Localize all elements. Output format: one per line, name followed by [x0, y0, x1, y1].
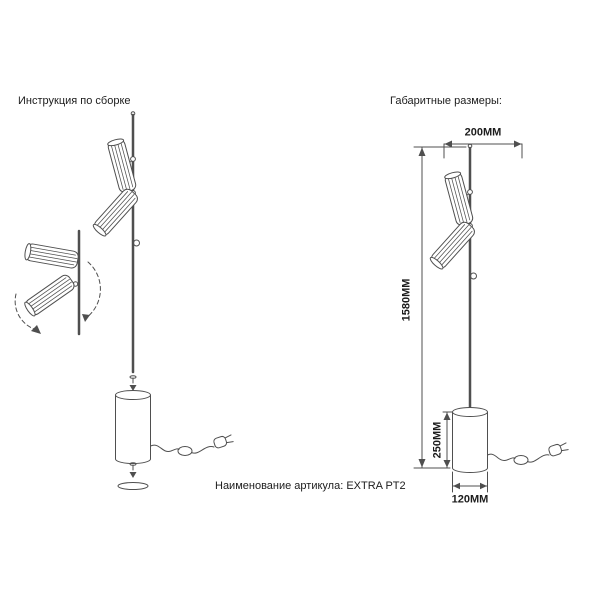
- dimension-lines: [413, 140, 523, 493]
- lamp-base-right: [452, 407, 488, 473]
- power-cord-right: [487, 442, 569, 465]
- cable-hook: [133, 239, 140, 247]
- lamp-base: [115, 390, 151, 464]
- article-name-label: Наименование артикула: EXTRA PT2: [215, 480, 406, 492]
- dimension-top-width: [443, 140, 523, 159]
- base-pad: [117, 482, 149, 490]
- detail-head-upper: [23, 242, 80, 270]
- dim-label-1580mm: 1580MM: [400, 278, 413, 322]
- dim-label-120mm: 120MM: [451, 493, 489, 506]
- dimension-base-height: [442, 411, 453, 469]
- overall-dimensions-label: Габаритные размеры:: [390, 95, 502, 107]
- dim-label-200mm: 200MM: [464, 126, 502, 139]
- head-adjustment-detail: [14, 229, 101, 336]
- assembly-lamp-drawing: [91, 111, 234, 490]
- assembly-instructions-label: Инструкция по сборке: [18, 95, 131, 107]
- detail-head-lower: [22, 272, 77, 319]
- rotation-arc-left: [14, 293, 41, 334]
- power-plug-right: [548, 442, 569, 457]
- power-cord: [150, 434, 234, 456]
- cable-hook-right: [470, 272, 477, 280]
- power-plug: [213, 434, 234, 449]
- dimensioned-lamp-drawing: [428, 143, 569, 473]
- dimension-base-width: [452, 471, 488, 493]
- assembly-screw-top: [129, 375, 137, 391]
- assembly-screw-bottom: [129, 462, 137, 478]
- rotation-arc-right: [82, 261, 101, 322]
- dim-label-250mm: 250MM: [431, 421, 444, 459]
- dimension-total-height: [413, 146, 467, 469]
